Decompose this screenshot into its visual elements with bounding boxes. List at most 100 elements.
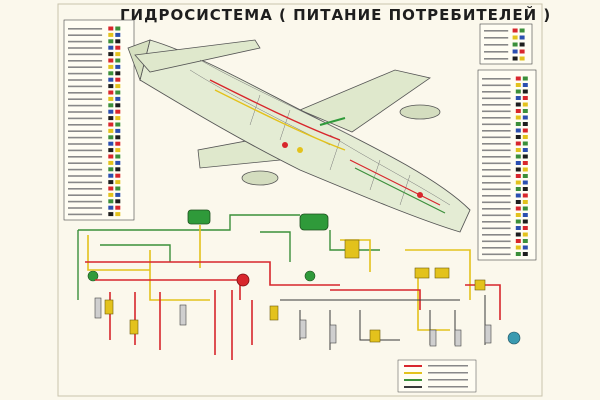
right-legend-upper-row-swatch — [519, 42, 525, 47]
left-legend-row-swatch — [115, 39, 121, 44]
left-legend-row-swatch — [108, 154, 114, 159]
left-legend-row-swatch — [108, 96, 114, 101]
right-legend-lower-row-swatch — [515, 96, 521, 100]
right-legend-lower-row-swatch — [522, 232, 528, 237]
right-legend-lower-row-text-line — [482, 136, 511, 139]
right-legend-lower-row-swatch — [515, 200, 521, 204]
left-legend-row-swatch — [108, 141, 114, 146]
left-legend-row-swatch — [108, 148, 114, 153]
left-legend-row-swatch — [115, 212, 121, 217]
right-legend-lower-row-text-line — [482, 175, 511, 178]
right-legend-lower-row-swatch — [522, 193, 528, 198]
left-legend-row-swatch — [108, 84, 114, 89]
right-legend-lower-row-swatch — [522, 154, 528, 159]
left-legend-row-swatch — [115, 192, 121, 197]
right-legend-lower-row-text-line — [482, 78, 511, 80]
right-legend-upper-row-swatch — [519, 35, 525, 40]
left-legend-row-swatch — [115, 128, 121, 133]
left-legend-row-swatch — [115, 148, 121, 153]
left-legend-row-swatch — [108, 45, 114, 50]
left-legend-row-swatch — [115, 64, 121, 69]
left-legend-row-text-line — [68, 92, 103, 94]
legend-line-text — [428, 379, 468, 381]
left-legend-row-swatch — [108, 103, 114, 108]
left-legend-row-text-line — [68, 175, 103, 177]
right-legend-lower-row-swatch — [515, 167, 521, 172]
right-legend-lower-row-text-line — [482, 104, 511, 106]
right-legend-lower-row-swatch — [522, 252, 528, 256]
right-legend-upper-row-text-line — [484, 30, 509, 32]
right-legend-lower-row-swatch — [522, 180, 528, 185]
right-legend-lower-row-swatch — [515, 161, 521, 165]
left-legend-row-text-line — [68, 98, 103, 100]
right-legend-lower-row-text-line — [482, 130, 511, 132]
right-legend-lower-row-text-line — [482, 214, 511, 217]
fuselage — [139, 39, 471, 233]
right-legend-lower-row-swatch — [515, 226, 521, 230]
right-legend-lower-row-swatch — [522, 200, 528, 204]
left-legend-row-text-line — [68, 156, 103, 158]
left-legend-row-swatch — [115, 160, 121, 165]
left-legend-row-text-line — [68, 143, 103, 145]
right-legend-lower-row-swatch — [522, 89, 528, 94]
left-legend-row-text-line — [68, 181, 103, 184]
left-legend-row-swatch — [108, 199, 114, 204]
right-legend-lower-row-swatch — [515, 141, 521, 146]
right-legend-upper-row-swatch — [512, 49, 518, 54]
left-legend-row-swatch — [108, 90, 114, 95]
right-legend-upper-row-swatch — [512, 42, 518, 47]
left-legend-row-swatch — [115, 90, 121, 95]
pump — [87, 270, 99, 282]
left-legend-row-swatch — [108, 71, 114, 76]
left-legend-row-text-line — [68, 85, 103, 88]
right-legend-lower-row-swatch — [515, 232, 521, 237]
left-legend-row-swatch — [115, 26, 121, 31]
left-legend-row-text-line — [68, 149, 103, 152]
right-legend-lower-row-swatch — [515, 83, 521, 87]
left-legend-row-swatch — [115, 186, 121, 191]
horizontal-stabilizer — [134, 39, 261, 73]
right-legend-lower-row-swatch — [515, 239, 521, 243]
left-legend-row-text-line — [68, 194, 103, 196]
left-legend-row-text-line — [68, 111, 103, 113]
left-legend-row-swatch — [115, 135, 121, 140]
right-legend-lower-row-swatch — [522, 76, 528, 81]
left-legend-row-swatch — [108, 128, 114, 133]
right-legend-lower-row-swatch — [522, 206, 528, 211]
right-legend-upper-row-swatch — [512, 56, 518, 61]
right-legend-lower-row-text-line — [482, 91, 511, 93]
right-legend-lower-row-swatch — [515, 102, 521, 107]
left-legend-row-swatch — [108, 32, 114, 37]
left-legend-row-swatch — [115, 45, 121, 50]
right-legend-lower-row-swatch — [515, 187, 521, 191]
right-legend-lower-row-text-line — [482, 156, 511, 158]
right-legend-lower-row-swatch — [522, 245, 528, 250]
hydraulic-tank — [299, 213, 329, 231]
right-legend-lower-row-swatch — [515, 245, 521, 250]
left-legend-row-text-line — [68, 207, 103, 209]
right-legend-upper-row-swatch — [512, 28, 518, 33]
left-legend-row-swatch — [108, 39, 114, 44]
left-legend-row-swatch — [108, 109, 114, 114]
right-legend-upper-row-text-line — [484, 44, 509, 46]
accumulator — [507, 331, 521, 345]
left-legend-row-text-line — [68, 117, 103, 120]
right-legend-upper-row-swatch — [519, 28, 525, 33]
legend-line-text — [428, 365, 468, 367]
left-legend-row-text-line — [68, 136, 103, 139]
left-legend-row-swatch — [108, 160, 114, 165]
right-legend-lower-row-swatch — [522, 115, 528, 120]
right-legend-lower-row-swatch — [515, 76, 521, 81]
left-legend-row-swatch — [115, 77, 121, 82]
right-legend-lower-row-swatch — [515, 135, 521, 139]
right-legend-lower-row-text-line — [482, 247, 511, 249]
right-legend-lower-row-swatch — [522, 213, 528, 217]
left-legend-row-text-line — [68, 66, 103, 68]
left-legend-row-swatch — [115, 122, 121, 127]
left-legend-row-swatch — [108, 205, 114, 210]
right-legend-lower-row-swatch — [522, 83, 528, 87]
left-legend-row-swatch — [115, 173, 121, 178]
right-legend-upper-row-text-line — [484, 37, 509, 39]
right-legend-lower-row-text-line — [482, 188, 511, 191]
right-legend-lower-row-text-line — [482, 221, 511, 223]
